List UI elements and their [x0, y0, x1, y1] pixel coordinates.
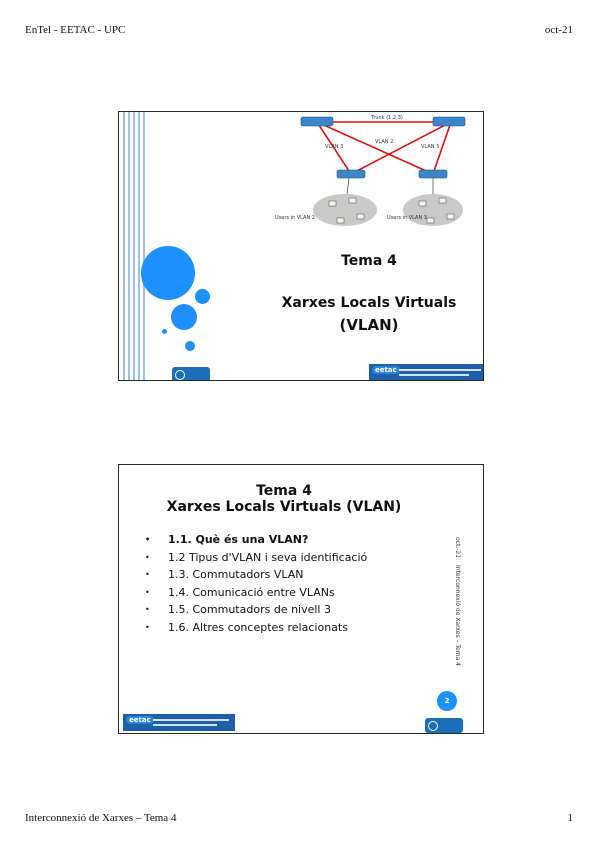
decorative-circle-large: [141, 246, 195, 300]
upc-logo-icon: [428, 721, 438, 731]
vlan3-label-left: VLAN 3: [325, 144, 343, 150]
list-item: 1.1. Què és una VLAN?: [145, 531, 367, 549]
page-footer-left: Interconnexió de Xarxes – Tema 4: [25, 812, 177, 824]
users-vlan2-label: Users in VLAN 2: [275, 215, 315, 221]
slide2-title-line2: Xarxes Locals Virtuals (VLAN): [166, 499, 402, 515]
decorative-lines: [119, 112, 149, 380]
side-date: oct.-21: [454, 537, 461, 559]
eetac-logo-icon: eetac: [126, 716, 154, 724]
list-item: 1.3. Commutadors VLAN: [145, 566, 367, 584]
eetac-logo-icon: eetac: [372, 366, 400, 374]
slide2-title-line1: Tema 4: [256, 483, 312, 499]
eetac-logo-banner: eetac: [369, 364, 483, 380]
decorative-circle-medium: [171, 304, 197, 330]
topics-list: 1.1. Què és una VLAN? 1.2 Tipus d'VLAN i…: [145, 531, 367, 637]
list-item: 1.4. Comunicació entre VLANs: [145, 584, 367, 602]
upc-badge: [425, 718, 463, 733]
trunk-label: Trunk (1,2,3): [370, 115, 403, 121]
slide-2: Tema 4 Xarxes Locals Virtuals (VLAN) 1.1…: [118, 464, 484, 734]
decorative-circle-small: [195, 289, 210, 304]
side-course: Interconnexió de Xarxes – Tema 4: [454, 565, 461, 666]
decorative-circle-dot: [185, 341, 195, 351]
eetac-logo-banner: eetac: [123, 714, 235, 731]
slide1-title-line2: Xarxes Locals Virtuals: [281, 295, 457, 311]
slide-page-number: 2: [437, 691, 457, 711]
page-header-left: EnTel - EETAC - UPC: [25, 24, 126, 36]
page-footer-right: 1: [567, 812, 574, 824]
slide1-title-line1: Tema 4: [341, 253, 397, 269]
list-item: 1.6. Altres conceptes relacionats: [145, 619, 367, 637]
slide-1: Trunk (1,2,3) VLAN 3 VLAN 2 VLAN 3 Users…: [118, 111, 484, 381]
cloud-icon: [313, 194, 377, 226]
vlan2-label-center: VLAN 2: [375, 139, 393, 145]
slide1-title-line3: (VLAN): [339, 316, 399, 334]
network-diagram: Trunk (1,2,3) VLAN 3 VLAN 2 VLAN 3 Users…: [275, 115, 466, 226]
page-header-right: oct-21: [544, 24, 573, 36]
upc-logo-icon: [175, 370, 185, 380]
list-item: 1.5. Commutadors de nivell 3: [145, 601, 367, 619]
switch-icon: [300, 116, 466, 179]
list-item: 1.2 Tipus d'VLAN i seva identificació: [145, 549, 367, 567]
upc-badge: [172, 367, 210, 380]
vlan3-label-right: VLAN 3: [421, 144, 439, 150]
computer-icon: [328, 197, 455, 224]
decorative-circle-tiny: [162, 329, 167, 334]
users-vlan3-label: Users in VLAN 3: [387, 215, 427, 221]
